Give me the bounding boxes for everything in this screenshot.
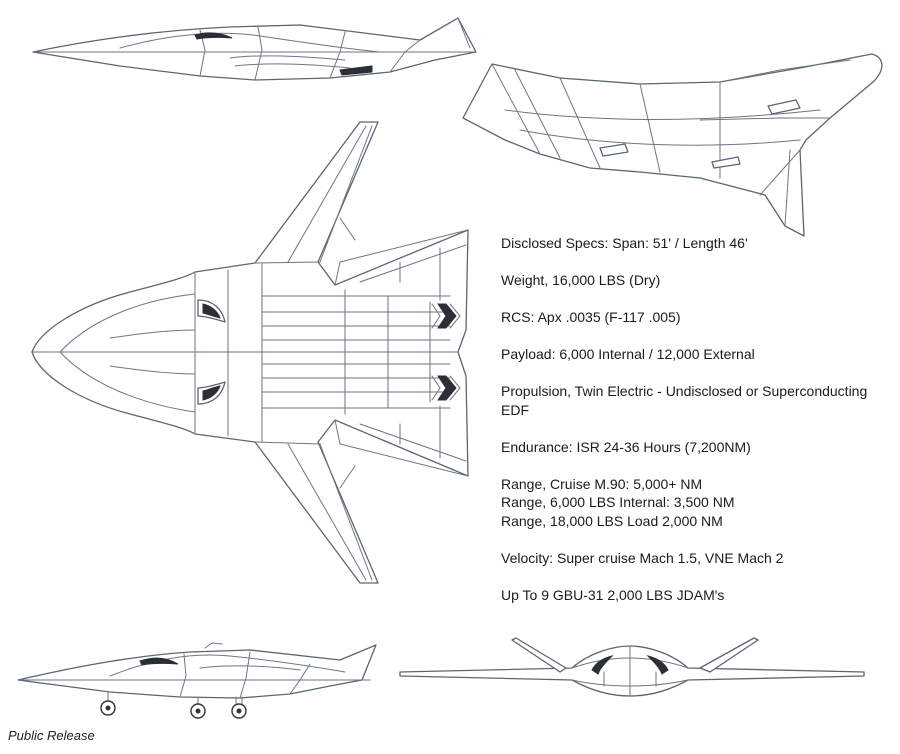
spec-group: Propulsion, Twin Electric - Undisclosed … xyxy=(501,382,891,419)
spec-line: RCS: Apx .0035 (F-117 .005) xyxy=(501,309,681,325)
spec-line: Range, 18,000 LBS Load 2,000 NM xyxy=(501,512,723,529)
side-view-top xyxy=(32,17,477,81)
front-view xyxy=(399,637,865,697)
spec-line: Range, Cruise M.90: 5,000+ NM xyxy=(501,475,703,492)
spec-group: Up To 9 GBU-31 2,000 LBS JDAM's xyxy=(501,586,891,605)
spec-line: Endurance: ISR 24-36 Hours (7,200NM) xyxy=(501,438,751,455)
perspective-view xyxy=(462,53,883,237)
spec-group: Weight, 16,000 LBS (Dry) xyxy=(501,271,891,290)
side-view-gear xyxy=(17,642,377,719)
spec-line: Range, 6,000 LBS Internal: 3,500 NM xyxy=(501,494,735,510)
spec-group: Velocity: Super cruise Mach 1.5, VNE Mac… xyxy=(501,549,891,568)
spec-group: Endurance: ISR 24-36 Hours (7,200NM) xyxy=(501,438,891,457)
specs-panel: Disclosed Specs: Span: 51' / Length 46' W… xyxy=(501,234,891,623)
spec-line: Payload: 6,000 Internal / 12,000 Externa… xyxy=(501,346,755,362)
plan-view xyxy=(31,121,469,584)
spec-group: Range, Cruise M.90: 5,000+ NM Range, 6,00… xyxy=(501,475,891,531)
public-release-label: Public Release xyxy=(8,728,95,743)
spec-group: Disclosed Specs: Span: 51' / Length 46' xyxy=(501,234,891,253)
spec-group: Payload: 6,000 Internal / 12,000 Externa… xyxy=(501,345,891,364)
spec-group: RCS: Apx .0035 (F-117 .005) xyxy=(501,308,891,327)
spec-line: Weight, 16,000 LBS (Dry) xyxy=(501,272,661,288)
spec-line: Up To 9 GBU-31 2,000 LBS JDAM's xyxy=(501,586,725,603)
spec-line: Propulsion, Twin Electric - Undisclosed … xyxy=(501,383,868,418)
spec-line: Disclosed Specs: Span: 51' / Length 46' xyxy=(501,235,748,251)
spec-line: Velocity: Super cruise Mach 1.5, VNE Mac… xyxy=(501,549,784,566)
